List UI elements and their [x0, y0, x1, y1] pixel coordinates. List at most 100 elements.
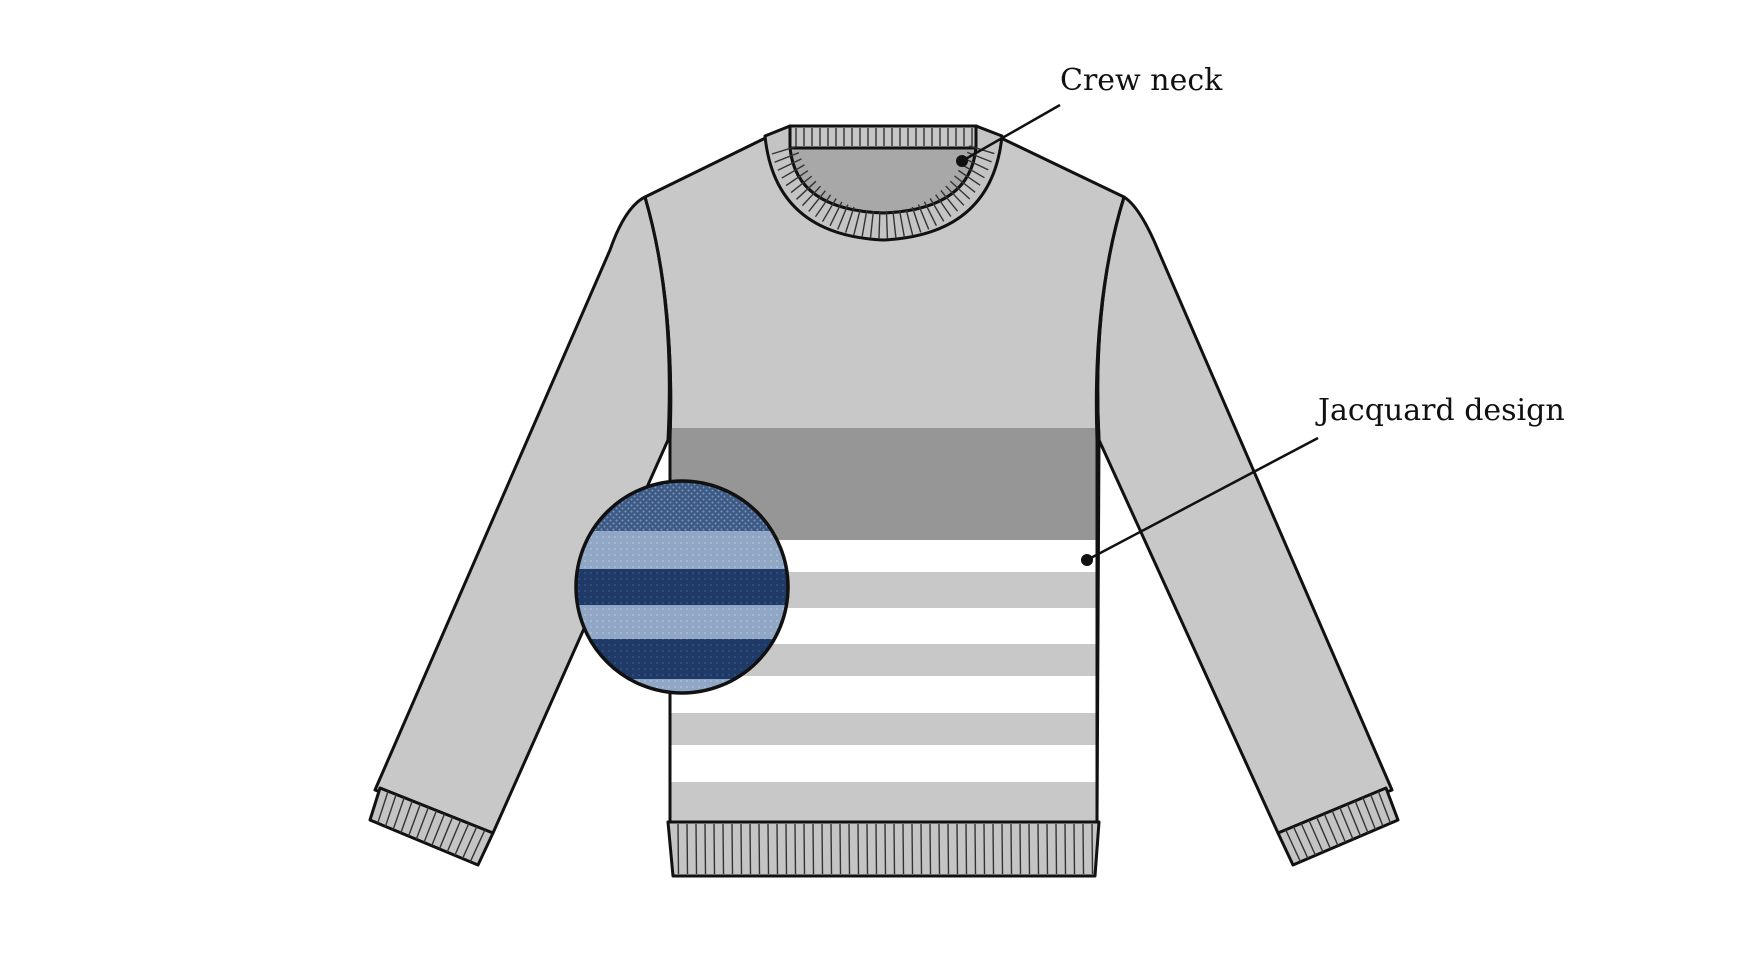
- rib-line: [774, 152, 800, 163]
- rib-line: [415, 807, 430, 840]
- rib-line: [1082, 823, 1085, 875]
- rib-line: [384, 794, 397, 827]
- rib-line: [893, 823, 896, 875]
- rib-line: [929, 823, 932, 875]
- hem-rib: [666, 820, 1101, 878]
- rib-line: [785, 170, 809, 187]
- stripe-white-4: [670, 745, 1097, 782]
- rib-line: [776, 823, 779, 875]
- rib-line: [749, 823, 752, 875]
- stripe-white-3: [670, 676, 1097, 713]
- rib-line: [1300, 823, 1317, 856]
- rib-line: [777, 158, 802, 171]
- rib-line: [905, 208, 914, 236]
- rib-line: [917, 204, 930, 230]
- rib-line: [878, 211, 881, 239]
- rib-line: [992, 823, 995, 875]
- rib-line: [1073, 823, 1076, 875]
- rib-line: [954, 175, 976, 193]
- rib-line: [945, 185, 965, 206]
- rib-line: [898, 210, 906, 238]
- rib-line: [1010, 823, 1013, 875]
- rib-line: [1331, 810, 1347, 843]
- rib-line: [902, 823, 905, 875]
- rib-line: [848, 823, 851, 875]
- rib-line: [1308, 819, 1324, 853]
- rib-line: [1285, 829, 1302, 863]
- rib-line: [801, 185, 821, 207]
- rib-line: [938, 823, 941, 875]
- rib-line: [392, 797, 405, 830]
- rib-line: [1292, 826, 1309, 859]
- rib-line: [677, 823, 680, 875]
- rib-line: [1091, 823, 1094, 875]
- rib-line: [794, 823, 797, 875]
- rib-line: [1354, 800, 1369, 834]
- rib-line: [814, 194, 832, 218]
- rib-line: [1001, 823, 1004, 875]
- rib-line: [1028, 823, 1031, 875]
- rib-line: [839, 823, 842, 875]
- jacquard-pointer-dot: [1081, 554, 1093, 566]
- rib-line: [1369, 794, 1384, 827]
- rib-line: [1339, 807, 1354, 840]
- rib-line: [758, 823, 761, 875]
- rib-line: [837, 204, 849, 230]
- crew-neck-label: Crew neck: [1060, 63, 1223, 98]
- rib-line: [713, 823, 716, 875]
- rib-line: [686, 823, 689, 875]
- rib-line: [866, 823, 869, 875]
- rib-line: [885, 211, 889, 239]
- rib-line: [875, 823, 878, 875]
- right-sleeve: [1096, 195, 1394, 835]
- rib-line: [1055, 823, 1058, 875]
- rib-line: [1019, 823, 1022, 875]
- rib-line: [923, 201, 938, 226]
- rib-line: [884, 823, 887, 875]
- rib-line: [812, 823, 815, 875]
- rib-line: [771, 145, 797, 155]
- rib-line: [446, 819, 462, 853]
- rib-line: [400, 800, 413, 834]
- rib-line: [956, 823, 959, 875]
- rib-line: [983, 823, 986, 875]
- rib-line: [935, 194, 952, 217]
- rib-line: [957, 169, 981, 186]
- rib-line: [966, 151, 992, 163]
- rib-line: [974, 823, 977, 875]
- crew-neck-collar: [763, 124, 1004, 242]
- rib-line: [929, 198, 945, 222]
- rib-line: [808, 190, 826, 212]
- rib-line: [1377, 790, 1392, 824]
- rib-line: [869, 211, 874, 239]
- rib-line: [423, 810, 438, 843]
- rib-line: [829, 201, 843, 227]
- rib-line: [1323, 813, 1339, 846]
- rib-line: [965, 823, 968, 875]
- jacquard-leader-line: [1086, 436, 1319, 562]
- rib-line: [947, 823, 950, 875]
- rib-line: [961, 163, 985, 179]
- rib-line: [940, 190, 959, 212]
- rib-line: [431, 813, 446, 846]
- rib-line: [704, 823, 707, 875]
- rib-line: [892, 211, 897, 239]
- callout-jacquard-design: Jacquard design: [1081, 393, 1565, 566]
- rib-line: [1362, 797, 1377, 830]
- rib-line: [740, 823, 743, 875]
- rib-line: [821, 198, 837, 222]
- rib-line: [830, 823, 833, 875]
- rib-line: [1037, 823, 1040, 875]
- rib-line: [454, 823, 470, 856]
- rib-line: [1064, 823, 1067, 875]
- rib-line: [767, 823, 770, 875]
- rib-line: [911, 823, 914, 875]
- left-cuff-rib-lines: [377, 790, 486, 863]
- rib-line: [857, 823, 860, 875]
- rib-line: [469, 829, 486, 863]
- rib-line: [1315, 816, 1332, 850]
- rib-line: [695, 823, 698, 875]
- crew-neck-leader-line: [961, 103, 1061, 163]
- rib-line: [949, 180, 971, 200]
